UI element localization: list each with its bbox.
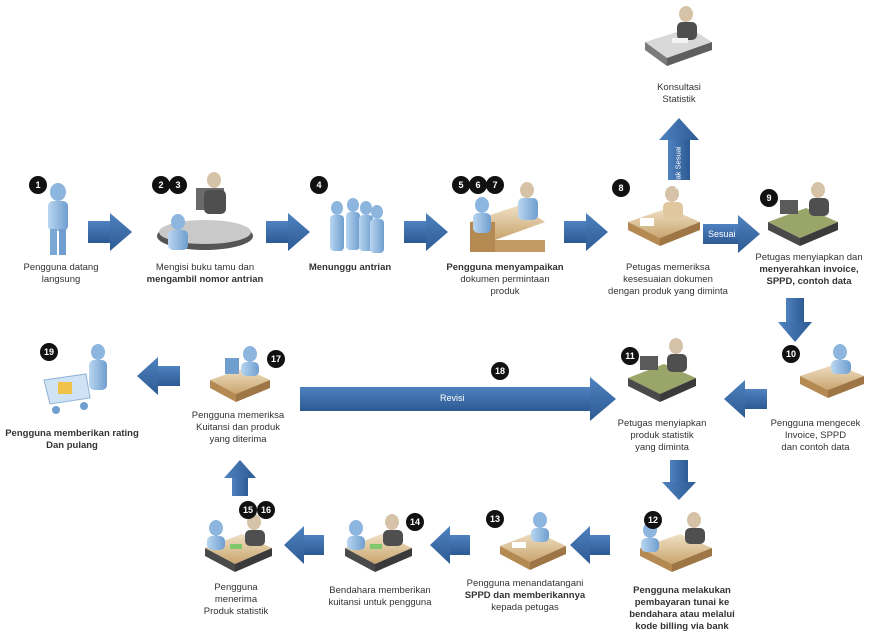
arrow-3-to-4 bbox=[266, 213, 310, 251]
officer-prepare-product-icon bbox=[628, 338, 696, 402]
arrow-8-to-konsultasi-tidak-sesuai bbox=[659, 118, 699, 180]
treasurer-desk-icon bbox=[345, 514, 412, 572]
step-number-badge: 7 bbox=[486, 176, 504, 194]
arrow-1-to-2 bbox=[88, 213, 132, 251]
step-number-badge: 6 bbox=[469, 176, 487, 194]
arrow-label-sesuai: Sesuai bbox=[708, 229, 736, 239]
receive-product-desk-icon bbox=[205, 514, 272, 572]
signing-desk-icon bbox=[500, 512, 566, 570]
step-number-badge: 16 bbox=[257, 501, 275, 519]
user-check-receipt-icon bbox=[210, 346, 270, 402]
step-number-badge: 18 bbox=[491, 362, 509, 380]
consultation-desk-icon bbox=[645, 6, 712, 66]
step-number-badge: 13 bbox=[486, 510, 504, 528]
user-check-desk-icon bbox=[800, 344, 864, 398]
arrow-13-to-14 bbox=[430, 526, 470, 564]
inspection-desk-icon bbox=[628, 186, 700, 246]
step-number-badge: 1 bbox=[29, 176, 47, 194]
step-number-badge: 14 bbox=[406, 513, 424, 531]
arrow-7-to-8 bbox=[564, 213, 608, 251]
step-label-4: Menunggu antrian bbox=[308, 262, 392, 273]
step-number-badge: 5 bbox=[452, 176, 470, 194]
payment-desk-icon bbox=[640, 512, 712, 572]
arrow-9-to-10 bbox=[778, 298, 812, 342]
arrow-label-revisi: Revisi bbox=[440, 393, 465, 403]
arrow-12-to-13 bbox=[570, 526, 610, 564]
arrow-10-to-11 bbox=[724, 380, 767, 418]
queue-people-icon bbox=[330, 198, 384, 253]
officer-computer-icon bbox=[768, 182, 838, 246]
step-number-badge: 19 bbox=[40, 343, 58, 361]
person-icon bbox=[48, 183, 68, 255]
step-number-badge: 11 bbox=[621, 347, 639, 365]
step-number-badge: 3 bbox=[169, 176, 187, 194]
arrow-14-to-15 bbox=[284, 526, 324, 564]
step-number-badge: 2 bbox=[152, 176, 170, 194]
arrow-18-revisi bbox=[300, 377, 616, 421]
user-cart-icon bbox=[43, 344, 107, 414]
arrow-4-to-5 bbox=[404, 213, 448, 251]
step-number-badge: 4 bbox=[310, 176, 328, 194]
step-number-badge: 8 bbox=[612, 179, 630, 197]
step-number-badge: 15 bbox=[239, 501, 257, 519]
step-number-badge: 17 bbox=[267, 350, 285, 368]
step-number-badge: 12 bbox=[644, 511, 662, 529]
step-number-badge: 9 bbox=[760, 189, 778, 207]
arrow-15-to-17 bbox=[224, 460, 256, 496]
service-counter-icon bbox=[470, 182, 545, 252]
arrow-label-tidak-sesuai: Tidak Sesuai bbox=[673, 146, 683, 190]
arrow-17-to-19 bbox=[137, 357, 180, 395]
arrow-8-to-9-sesuai bbox=[703, 215, 760, 253]
arrow-11-to-12 bbox=[662, 460, 696, 500]
reception-desk-icon bbox=[157, 172, 253, 250]
step-number-badge: 10 bbox=[782, 345, 800, 363]
